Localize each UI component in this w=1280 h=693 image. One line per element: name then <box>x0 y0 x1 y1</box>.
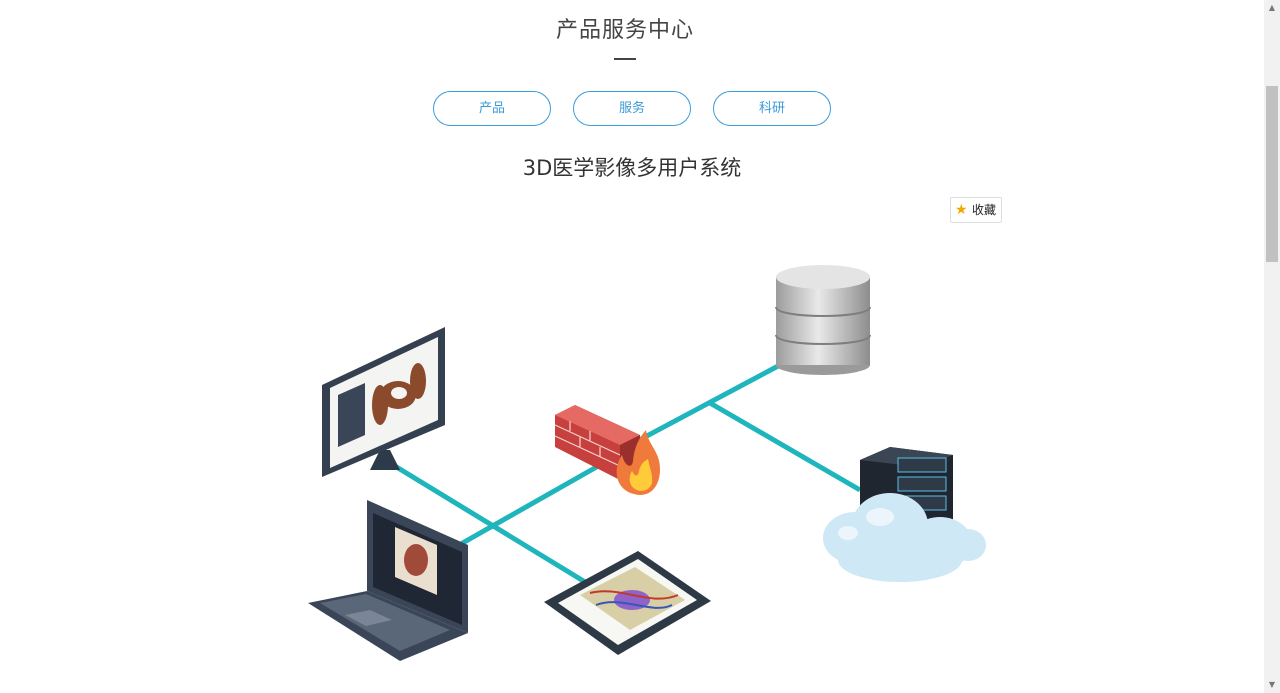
tab-services[interactable]: 服务 <box>573 91 691 126</box>
tab-products[interactable]: 产品 <box>433 91 551 126</box>
network-illustration <box>308 265 986 661</box>
scroll-down-icon[interactable]: ▼ <box>1268 680 1276 689</box>
scroll-up-icon[interactable]: ▲ <box>1268 3 1276 12</box>
title-underline <box>614 58 636 60</box>
firewall-icon <box>554 405 660 495</box>
section-title: 产品服务中心 <box>555 18 694 43</box>
tablet-icon <box>544 551 711 655</box>
favorite-button[interactable]: ★ 收藏 <box>950 197 1002 223</box>
favorite-label: 收藏 <box>972 203 997 217</box>
database-icon <box>775 265 871 375</box>
scrollbar-thumb[interactable] <box>1266 86 1278 262</box>
tab-research[interactable]: 科研 <box>713 91 831 126</box>
laptop-icon <box>308 500 468 661</box>
star-icon: ★ <box>955 202 968 218</box>
network-lines <box>383 362 862 588</box>
tab-bar: 产品 服务 科研 <box>433 91 833 127</box>
product-title: 3D医学影像多用户系统 <box>522 156 742 180</box>
monitor-icon <box>322 327 445 477</box>
cloud-server-icon <box>823 447 986 582</box>
